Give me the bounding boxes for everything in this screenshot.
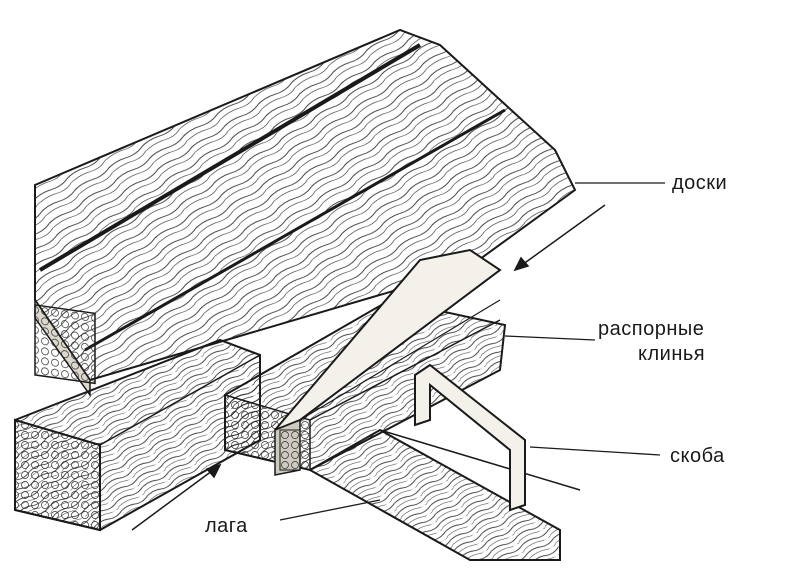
floor-boards <box>34 28 577 398</box>
joist-beam <box>14 338 261 532</box>
joist-pointer <box>279 499 381 521</box>
bracket <box>414 363 526 512</box>
label-joist: лага <box>205 515 248 537</box>
label-boards: доски <box>672 172 728 194</box>
label-bracket: скоба <box>670 445 725 467</box>
arrow-boards <box>514 204 606 271</box>
pointer-lines <box>279 182 665 521</box>
arrow-joist <box>131 464 221 531</box>
wedges <box>274 248 502 476</box>
label-wedges-line2: клинья <box>638 343 706 365</box>
wedges-pointer <box>504 335 596 341</box>
label-wedges-line1: распорные <box>598 318 705 340</box>
direction-arrows <box>131 204 606 531</box>
bracket-pointer <box>529 446 661 456</box>
